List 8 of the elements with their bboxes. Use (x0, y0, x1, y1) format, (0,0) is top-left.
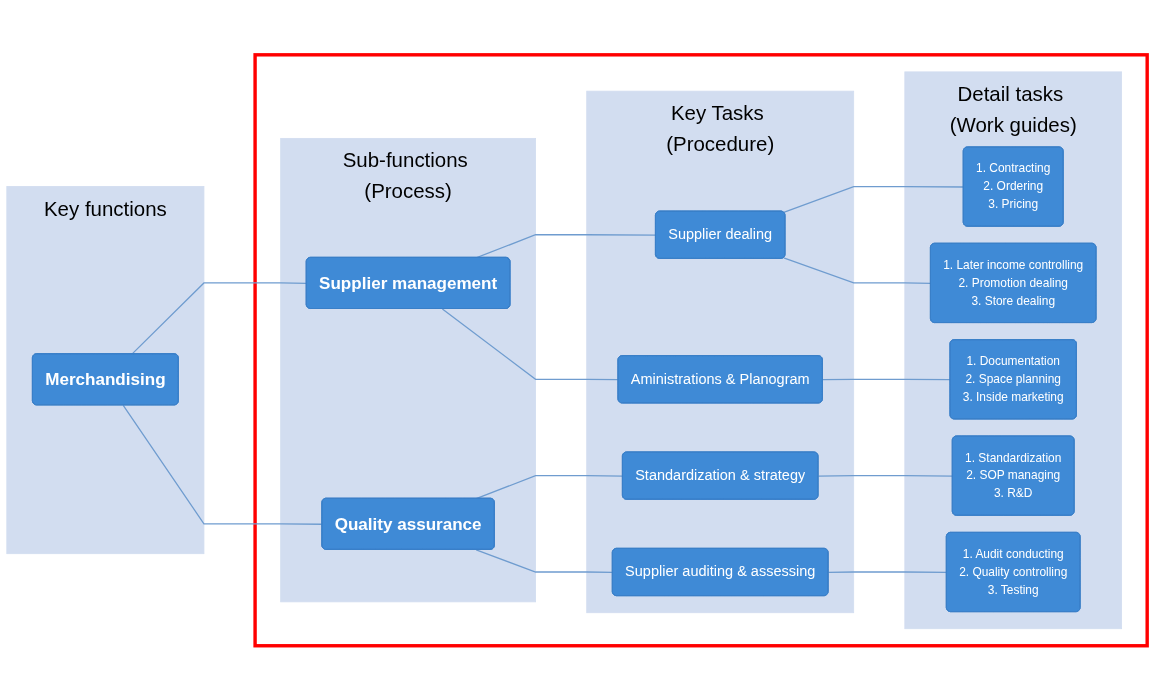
connector (122, 404, 323, 525)
connector (817, 474, 954, 477)
connector (783, 257, 932, 284)
connector (827, 571, 948, 573)
connector (131, 282, 308, 355)
cluster (253, 52, 1149, 648)
connector (475, 548, 614, 573)
connector (783, 185, 965, 213)
